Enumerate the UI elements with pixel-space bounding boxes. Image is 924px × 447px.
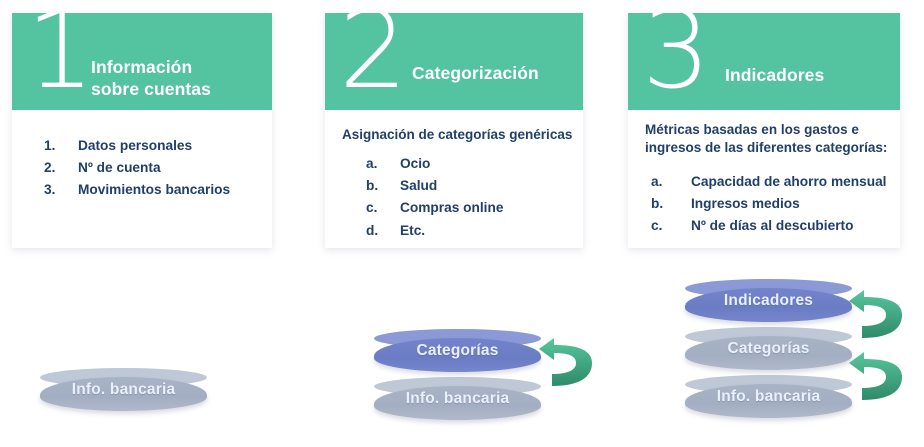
step-card-1-list: 1. Datos personales 2. Nº de cuenta 3. M… xyxy=(44,135,230,202)
list-item: b. Ingresos medios xyxy=(651,193,886,215)
step-card-2-header: 2 Categorización xyxy=(325,13,583,110)
step-card-2-list: a. Ocio b. Salud c. Compras online d. Et… xyxy=(366,153,503,242)
cylinder-body xyxy=(374,386,541,420)
list-item-label: Etc. xyxy=(400,222,426,238)
database-layer-info-bancaria: Info. bancaria xyxy=(685,375,852,419)
list-item: d. Etc. xyxy=(366,220,503,242)
list-item: 1. Datos personales xyxy=(44,135,230,157)
step-card-1: 1 Información sobre cuentas 1. Datos per… xyxy=(12,13,272,248)
database-layer-categorias: Categorías xyxy=(685,327,852,371)
database-layer-categorias: Categorías xyxy=(374,329,541,373)
cylinder-body xyxy=(40,377,207,411)
list-item-marker: b. xyxy=(366,178,379,194)
cylinder-body xyxy=(685,384,852,418)
list-item-label: Capacidad de ahorro mensual xyxy=(691,174,887,189)
step-card-1-title: Información sobre cuentas xyxy=(91,57,211,101)
step-card-1-header: 1 Información sobre cuentas xyxy=(12,13,272,110)
step-card-1-title-line2: sobre cuentas xyxy=(91,78,211,99)
list-item-label: Nº de cuenta xyxy=(78,160,161,176)
list-item-marker: c. xyxy=(366,200,378,216)
list-item-marker: a. xyxy=(366,156,378,171)
database-stack-3: Info. bancaria Categorías Indicadores xyxy=(685,279,852,421)
curved-arrow-icon xyxy=(538,336,596,392)
curved-arrow-icon xyxy=(848,288,906,344)
step-card-2: 2 Categorización Asignación de categoría… xyxy=(325,13,583,248)
list-item-marker: c. xyxy=(651,218,663,234)
database-layer-info-bancaria: Info. bancaria xyxy=(40,368,207,412)
step-card-3-list: a. Capacidad de ahorro mensual b. Ingres… xyxy=(651,171,886,238)
step-card-3-title: Indicadores xyxy=(725,65,825,85)
cylinder-body xyxy=(374,338,541,372)
database-stack-2: Info. bancaria Categorías xyxy=(374,329,541,424)
step-number-1: 1 xyxy=(26,13,95,110)
database-layer-label: Categorías xyxy=(727,340,810,357)
database-layer-info-bancaria: Info. bancaria xyxy=(374,377,541,421)
database-layer-label: Info. bancaria xyxy=(716,388,821,405)
step-card-3-intro-line1: Métricas basadas en los gastos e xyxy=(645,122,859,137)
list-item: 3. Movimientos bancarios xyxy=(44,179,230,201)
list-item-marker: a. xyxy=(651,174,663,189)
database-layer-label: Indicadores xyxy=(723,292,814,309)
list-item: a. Capacidad de ahorro mensual xyxy=(651,171,886,193)
list-item-marker: d. xyxy=(366,222,379,238)
database-stack-1: Info. bancaria xyxy=(40,368,207,418)
step-card-3-intro: Métricas basadas en los gastos e ingreso… xyxy=(645,121,887,157)
list-item: a. Ocio xyxy=(366,153,503,175)
database-layer-label: Categorías xyxy=(416,342,499,359)
list-item: c. Nº de días al descubierto xyxy=(651,215,886,237)
list-item-label: Nº de días al descubierto xyxy=(691,218,854,234)
step-card-1-title-line1: Información xyxy=(91,57,193,77)
step-card-3-intro-line2: ingresos de las diferentes categorías: xyxy=(645,140,888,156)
cylinder-body xyxy=(685,336,852,370)
list-item-label: Ingresos medios xyxy=(691,196,800,212)
list-item-marker: 3. xyxy=(44,182,56,198)
list-item-marker: 2. xyxy=(44,160,56,176)
curved-arrow-icon xyxy=(848,350,906,406)
step-number-3: 3 xyxy=(642,13,711,110)
list-item-marker: b. xyxy=(651,196,664,212)
cylinder-body xyxy=(685,288,852,322)
list-item-label: Datos personales xyxy=(78,138,193,153)
list-item-label: Movimientos bancarios xyxy=(78,182,231,198)
list-item: b. Salud xyxy=(366,175,503,197)
step-card-3: 3 Indicadores Métricas basadas en los ga… xyxy=(628,13,900,248)
database-layer-label: Info. bancaria xyxy=(405,390,510,407)
database-layer-label: Info. bancaria xyxy=(71,381,176,398)
list-item: 2. Nº de cuenta xyxy=(44,157,230,179)
step-card-2-intro: Asignación de categorías genéricas xyxy=(342,127,573,142)
step-number-2: 2 xyxy=(339,13,408,110)
list-item-label: Salud xyxy=(400,178,438,194)
step-card-3-header: 3 Indicadores xyxy=(628,13,900,110)
database-layer-indicadores: Indicadores xyxy=(685,279,852,323)
list-item-marker: 1. xyxy=(44,138,56,153)
step-card-2-title: Categorización xyxy=(412,63,539,83)
list-item-label: Ocio xyxy=(400,156,431,171)
list-item-label: Compras online xyxy=(400,200,504,216)
list-item: c. Compras online xyxy=(366,197,503,219)
